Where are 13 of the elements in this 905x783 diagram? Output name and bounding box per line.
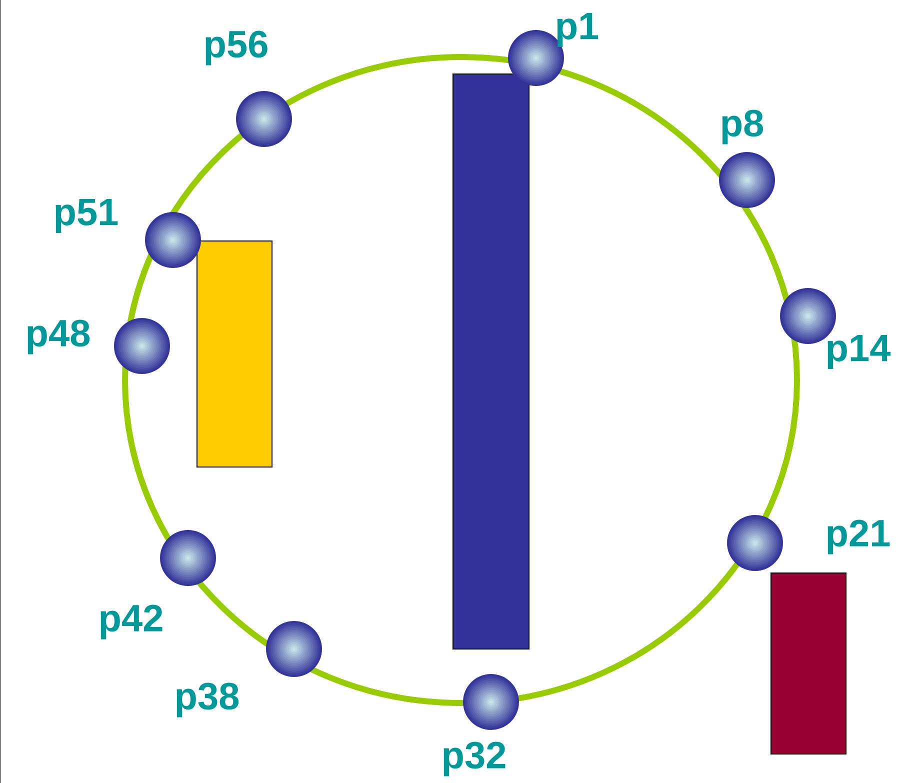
- peer-label: p38: [176, 682, 239, 718]
- peer-label: p8: [722, 110, 764, 144]
- peer-label: p21: [828, 520, 890, 554]
- peer-label: p48: [28, 320, 90, 354]
- peer-label: p42: [100, 604, 162, 640]
- peer-label: p51: [56, 198, 118, 233]
- bar: [196, 240, 272, 468]
- bar: [452, 73, 530, 650]
- peer-label: p14: [828, 334, 891, 369]
- peer-label: p32: [444, 742, 506, 776]
- peer-label: p56: [206, 30, 268, 66]
- bar: [770, 572, 846, 754]
- peer-label: p1: [557, 12, 598, 47]
